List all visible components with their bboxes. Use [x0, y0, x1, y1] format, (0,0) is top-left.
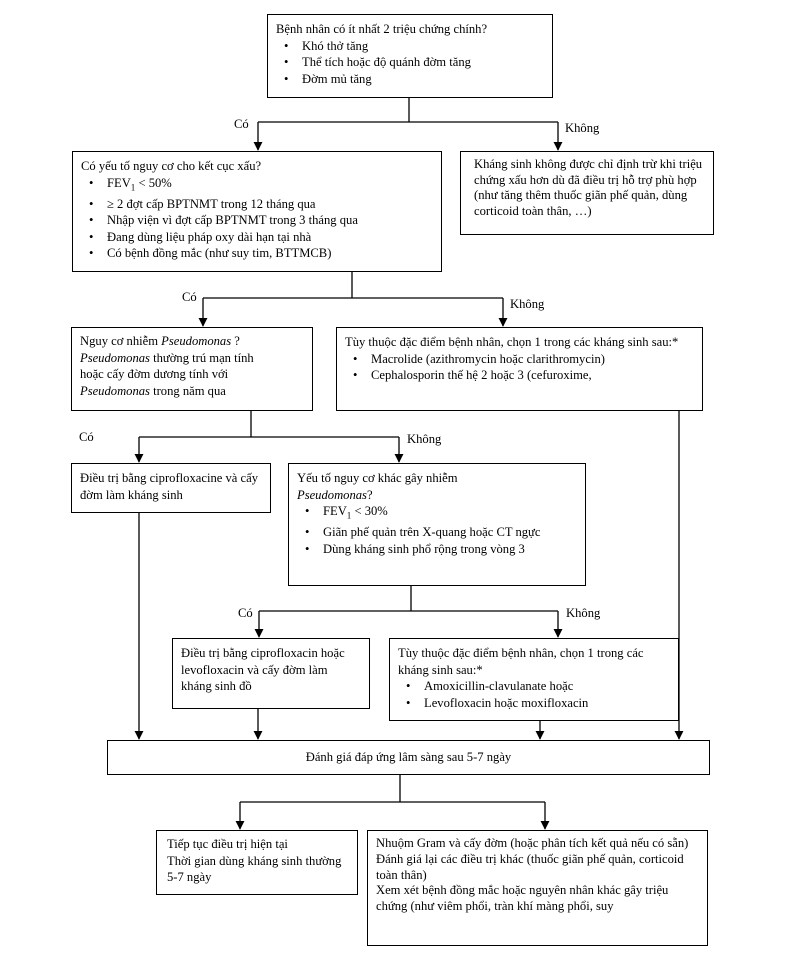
edge-label-no-3: Không	[407, 432, 442, 446]
q3-text: ?	[231, 334, 240, 348]
q1-symptom-list: Khó thở tăng Thể tích hoặc độ quánh đờm …	[276, 38, 544, 88]
list-item: Cephalosporin thế hệ 2 hoặc 3 (cefuroxim…	[345, 367, 694, 384]
edge-label-yes-4: Có	[238, 606, 253, 620]
edge-label-yes-1: Có	[234, 117, 249, 131]
list-item: ≥ 2 đợt cấp BPTNMT trong 12 tháng qua	[81, 196, 433, 213]
standard-antibiotic-title: Tùy thuộc đặc điểm bệnh nhân, chọn 1 tro…	[345, 335, 679, 349]
q3-text: thường trú mạn tính	[149, 350, 254, 365]
q3-line-1: Nguy cơ nhiễm Pseudomonas ?	[80, 333, 304, 350]
continue-line-1: Tiếp tục điều trị hiện tại	[167, 837, 288, 851]
no-antibiotics-text: Kháng sinh không được chỉ định trừ khi t…	[474, 157, 703, 218]
list-item: Thể tích hoặc độ quánh đờm tăng	[276, 54, 544, 71]
list-item: Đờm mủ tăng	[276, 71, 544, 88]
q4-line-1: Yếu tố nguy cơ khác gây nhiễm	[297, 471, 458, 485]
q4-line-2: Pseudomonas?	[297, 487, 577, 504]
q4-risk-list: FEV1 < 30% Giãn phế quản trên X-quang ho…	[297, 503, 577, 557]
amoxicillin-title: Tùy thuộc đặc điểm bệnh nhân, chọn 1 tro…	[398, 646, 644, 677]
q2-title: Có yếu tố nguy cơ cho kết cục xấu?	[81, 159, 262, 173]
q2-risk-factors-box: Có yếu tố nguy cơ cho kết cục xấu? FEV1 …	[72, 151, 442, 272]
cipro-levo-text: Điều trị bằng ciprofloxacin hoặc levoflo…	[181, 646, 345, 693]
q3-organism: Pseudomonas	[80, 383, 150, 398]
evaluation-text: Đánh giá đáp ứng lâm sàng sau 5-7 ngày	[305, 750, 512, 764]
edge-label-no-4: Không	[566, 606, 601, 620]
standard-antibiotic-list: Macrolide (azithromycin hoặc clarithromy…	[345, 351, 694, 384]
q2-risk-list: FEV1 < 50% ≥ 2 đợt cấp BPTNMT trong 12 t…	[81, 175, 433, 262]
q3-line-3: hoặc cấy đờm dương tính với	[80, 367, 229, 381]
q3-organism: Pseudomonas	[80, 350, 150, 365]
list-item: Giãn phế quản trên X-quang hoặc CT ngực	[297, 524, 577, 541]
list-item: FEV1 < 30%	[297, 503, 577, 524]
standard-antibiotic-box: Tùy thuộc đặc điểm bệnh nhân, chọn 1 tro…	[336, 327, 703, 411]
reassess-item-3: Xem xét bệnh đồng mắc hoặc nguyên nhân k…	[376, 883, 669, 914]
edge-label-no-2: Không	[510, 297, 545, 311]
q3-text: Nguy cơ nhiễm	[80, 334, 162, 348]
amoxicillin-box: Tùy thuộc đặc điểm bệnh nhân, chọn 1 tro…	[389, 638, 679, 721]
reassess-item-1: Nhuộm Gram và cấy đờm (hoặc phân tích kế…	[376, 836, 689, 850]
continue-line-2: Thời gian dùng kháng sinh thường 5-7 ngà…	[167, 853, 342, 885]
list-item: Macrolide (azithromycin hoặc clarithromy…	[345, 351, 694, 368]
list-item: FEV1 < 50%	[81, 175, 433, 196]
continue-treatment-box: Tiếp tục điều trị hiện tại Thời gian dùn…	[156, 830, 358, 895]
reassess-item-2: Đánh giá lại các điều trị khác (thuốc gi…	[376, 851, 684, 882]
fev-label: FEV	[107, 175, 131, 190]
amoxicillin-list: Amoxicillin-clavulanate hoặc Levofloxaci…	[398, 678, 670, 711]
edge-label-no-1: Không	[565, 121, 600, 135]
reassessment-box: Nhuộm Gram và cấy đờm (hoặc phân tích kế…	[367, 830, 708, 946]
fev-subscript: 1	[346, 510, 352, 521]
list-item: Khó thở tăng	[276, 38, 544, 55]
ciprofloxacine-text: Điều trị bằng ciprofloxacine và cấy đờm …	[80, 471, 258, 502]
list-item: Amoxicillin-clavulanate hoặc	[398, 678, 670, 695]
fev-threshold: < 50%	[135, 175, 172, 190]
list-item: Nhập viện vì đợt cấp BPTNMT trong 3 thán…	[81, 212, 433, 229]
q3-pseudomonas-risk-box: Nguy cơ nhiễm Pseudomonas ? Pseudomonas …	[71, 327, 313, 411]
fev-label: FEV	[323, 504, 347, 518]
q4-organism: Pseudomonas	[297, 487, 367, 502]
list-item: Dùng kháng sinh phổ rộng trong vòng 3	[297, 541, 577, 558]
q3-line-4: Pseudomonas trong năm qua	[80, 383, 304, 400]
q3-line-2: Pseudomonas thường trú mạn tính	[80, 350, 304, 367]
fev-threshold: < 30%	[351, 504, 388, 518]
fev-subscript: 1	[130, 182, 136, 193]
evaluation-box: Đánh giá đáp ứng lâm sàng sau 5-7 ngày	[107, 740, 710, 775]
edge-label-yes-3: Có	[79, 430, 94, 444]
no-antibiotics-box: Kháng sinh không được chỉ định trừ khi t…	[460, 151, 714, 235]
cipro-levo-box: Điều trị bằng ciprofloxacin hoặc levoflo…	[172, 638, 370, 709]
q1-symptoms-box: Bệnh nhân có ít nhất 2 triệu chứng chính…	[267, 14, 553, 98]
q3-organism: Pseudomonas	[161, 334, 232, 348]
q3-text: trong năm qua	[149, 383, 226, 398]
q4-text: ?	[366, 487, 373, 502]
ciprofloxacine-box: Điều trị bằng ciprofloxacine và cấy đờm …	[71, 463, 271, 513]
q1-title: Bệnh nhân có ít nhất 2 triệu chứng chính…	[276, 22, 488, 36]
q4-other-risk-box: Yếu tố nguy cơ khác gây nhiễm Pseudomona…	[288, 463, 586, 586]
edge-label-yes-2: Có	[182, 290, 197, 304]
list-item: Có bệnh đồng mắc (như suy tim, BTTMCB)	[81, 245, 433, 262]
list-item: Levofloxacin hoặc moxifloxacin	[398, 695, 670, 712]
list-item: Đang dùng liệu pháp oxy dài hạn tại nhà	[81, 229, 433, 246]
